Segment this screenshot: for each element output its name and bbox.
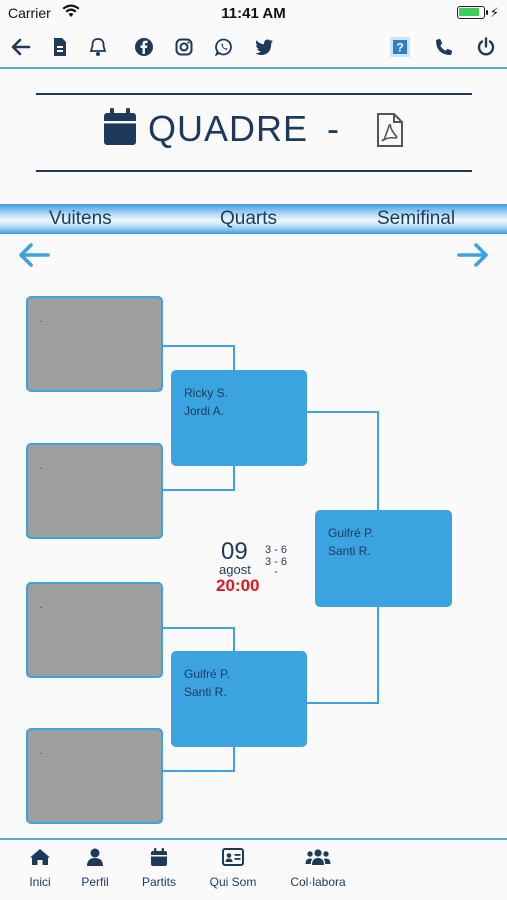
player-name: Santi R. (328, 544, 371, 558)
help-label: ? (396, 41, 403, 55)
calendar-icon (103, 108, 137, 151)
title-separator: - (327, 108, 339, 149)
carrier-label: Carrier (8, 5, 51, 21)
home-icon (29, 848, 51, 871)
connector (233, 627, 235, 652)
nav-inici[interactable]: Inici (26, 848, 54, 898)
instagram-icon[interactable] (172, 35, 196, 59)
tab-quarts[interactable]: Quarts (220, 208, 278, 229)
back-arrow-icon[interactable] (9, 35, 33, 59)
semifinal-match[interactable]: Guifré P. Santi R. (315, 510, 452, 607)
match-time: 20:00 (216, 576, 260, 595)
quarter-match-1[interactable]: Ricky S. Jordi A. (171, 370, 307, 466)
slot-placeholder: . (40, 746, 43, 757)
nav-label: Partits (141, 875, 176, 889)
clock: 11:41 AM (221, 5, 286, 22)
page-header: QUADRE - (0, 100, 507, 164)
title-top-divider (36, 93, 472, 95)
nav-label: Perfil (81, 875, 109, 889)
bracket: . . . . Ricky S. Jordi A. Guifré P. Sant… (0, 290, 507, 835)
nav-perfil[interactable]: Perfil (78, 848, 112, 898)
first-round-slot-2[interactable]: . (26, 443, 163, 539)
battery-icon (457, 6, 488, 19)
bell-icon[interactable] (86, 35, 110, 59)
slot-placeholder: . (40, 314, 43, 325)
nav-qui-som[interactable]: Qui Som (205, 848, 261, 898)
wifi-icon (62, 4, 80, 23)
tab-vuitens[interactable]: Vuitens (49, 208, 112, 229)
connector (162, 627, 235, 629)
connector (162, 770, 235, 772)
page-title: QUADRE (148, 108, 309, 149)
nav-partits[interactable]: Partits (137, 848, 181, 898)
next-round-arrow-icon[interactable] (457, 242, 489, 273)
nav-label: Col·labora (290, 875, 346, 889)
toolbar: ? (0, 28, 507, 66)
id-card-icon (222, 848, 244, 871)
power-icon[interactable] (474, 35, 498, 59)
nav-label: Qui Som (209, 875, 257, 889)
nav-label: Inici (29, 875, 51, 889)
title-bottom-divider (36, 170, 472, 172)
rounds-bar: Vuitens Quarts Semifinal (0, 204, 507, 234)
player-name: Guifré P. (184, 667, 230, 681)
connector (377, 411, 379, 511)
tab-semifinal[interactable]: Semifinal (377, 208, 456, 229)
status-bar: Carrier 11:41 AM ⚡ (0, 0, 507, 26)
facebook-icon[interactable] (132, 35, 156, 59)
connector (233, 466, 235, 490)
user-icon (86, 848, 104, 871)
player-name: Santi R. (184, 685, 227, 699)
first-round-slot-1[interactable]: . (26, 296, 163, 392)
bottom-nav-divider (0, 838, 507, 840)
connector (233, 746, 235, 771)
slot-placeholder: . (40, 600, 43, 611)
player-name: Ricky S. (184, 386, 229, 400)
set-score: 3 - 6 (265, 544, 288, 556)
slot-placeholder: . (40, 461, 43, 472)
set-score: - (274, 566, 278, 578)
match-month: agost (219, 562, 251, 577)
connector (162, 489, 235, 491)
connector (377, 606, 379, 703)
help-icon[interactable]: ? (388, 35, 412, 59)
connector (306, 702, 379, 704)
first-round-slot-4[interactable]: . (26, 728, 163, 824)
toolbar-divider (0, 67, 507, 69)
first-round-slot-3[interactable]: . (26, 582, 163, 678)
connector (306, 411, 379, 413)
users-icon (305, 848, 331, 871)
whatsapp-icon[interactable] (212, 35, 236, 59)
match-info: 09 agost 20:00 3 - 6 3 - 6 - (216, 538, 306, 598)
connector (233, 345, 235, 370)
quarter-match-2[interactable]: Guifré P. Santi R. (171, 651, 307, 747)
phone-icon[interactable] (432, 35, 456, 59)
document-icon[interactable] (48, 35, 72, 59)
pdf-icon[interactable] (376, 112, 404, 153)
calendar-icon (150, 848, 168, 871)
player-name: Jordi A. (184, 404, 225, 418)
player-name: Guifré P. (328, 526, 374, 540)
match-day: 09 (221, 538, 248, 565)
charging-icon: ⚡ (489, 5, 499, 20)
set-score: 3 - 6 (265, 556, 288, 568)
previous-round-arrow-icon[interactable] (18, 242, 50, 273)
connector (162, 345, 235, 347)
nav-collabora[interactable]: Col·labora (286, 848, 350, 898)
twitter-icon[interactable] (252, 35, 276, 59)
